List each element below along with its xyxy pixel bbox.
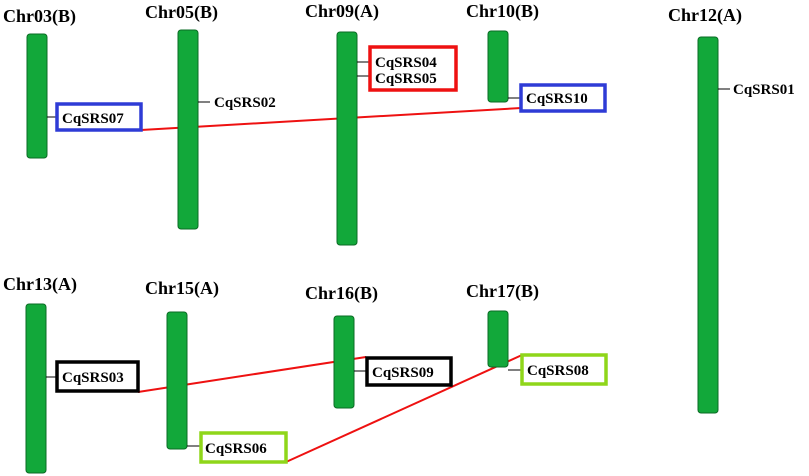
chromosome-label-chr03: Chr03(B): [3, 6, 76, 27]
gene-label-cqsrs04: CqSRS04: [375, 55, 437, 71]
chromosome-label-chr09: Chr09(A): [305, 1, 379, 22]
gene-box-cqsrs08: [520, 353, 608, 386]
gene-label-cqsrs09: CqSRS09: [372, 365, 434, 381]
chromosome-label-chr13: Chr13(A): [3, 274, 77, 295]
chromosome-bar-chr05: [177, 29, 199, 230]
gene-box-cqsrs07: [55, 102, 143, 132]
chromosome-label-chr16: Chr16(B): [305, 283, 378, 304]
chromosome-label-chr17: Chr17(B): [466, 281, 539, 302]
gene-label-cqsrs05: CqSRS05: [375, 71, 437, 87]
gene-label-cqsrs08: CqSRS08: [527, 363, 589, 379]
chromosome-bar-chr13: [25, 303, 47, 474]
chromosome-label-chr15: Chr15(A): [145, 278, 219, 299]
chromosome-bar-chr10: [487, 30, 509, 103]
gene-box-cqsrs06: [199, 431, 288, 464]
gene-box-cqsrs09: [365, 356, 453, 387]
link-cqsrs07-cqsrs10: [140, 107, 522, 131]
chromosome-label-chr05: Chr05(B): [145, 2, 218, 23]
chromosome-label-chr10: Chr10(B): [466, 1, 539, 22]
link-cqsrs06-cqsrs08: [285, 354, 523, 463]
gene-label-cqsrs10: CqSRS10: [526, 91, 588, 107]
chromosome-bar-chr15: [166, 311, 188, 450]
gene-label-cqsrs01: CqSRS01: [733, 82, 795, 98]
chromosome-bar-chr17: [487, 310, 509, 368]
chromosome-label-chr12: Chr12(A): [668, 5, 742, 26]
gene-box-cqsrs04-05: [368, 45, 458, 92]
gene-label-cqsrs03: CqSRS03: [62, 370, 124, 386]
chromosome-bar-chr09: [336, 31, 358, 246]
gene-box-cqsrs10: [519, 83, 607, 113]
gene-label-cqsrs06: CqSRS06: [205, 441, 267, 457]
gene-box-cqsrs03: [55, 360, 140, 393]
gene-label-cqsrs02: CqSRS02: [214, 95, 276, 111]
chromosome-bar-chr03: [26, 33, 48, 159]
chromosome-bar-chr16: [333, 315, 355, 409]
chromosome-bar-chr12: [697, 36, 719, 414]
gene-label-cqsrs07: CqSRS07: [62, 111, 124, 127]
